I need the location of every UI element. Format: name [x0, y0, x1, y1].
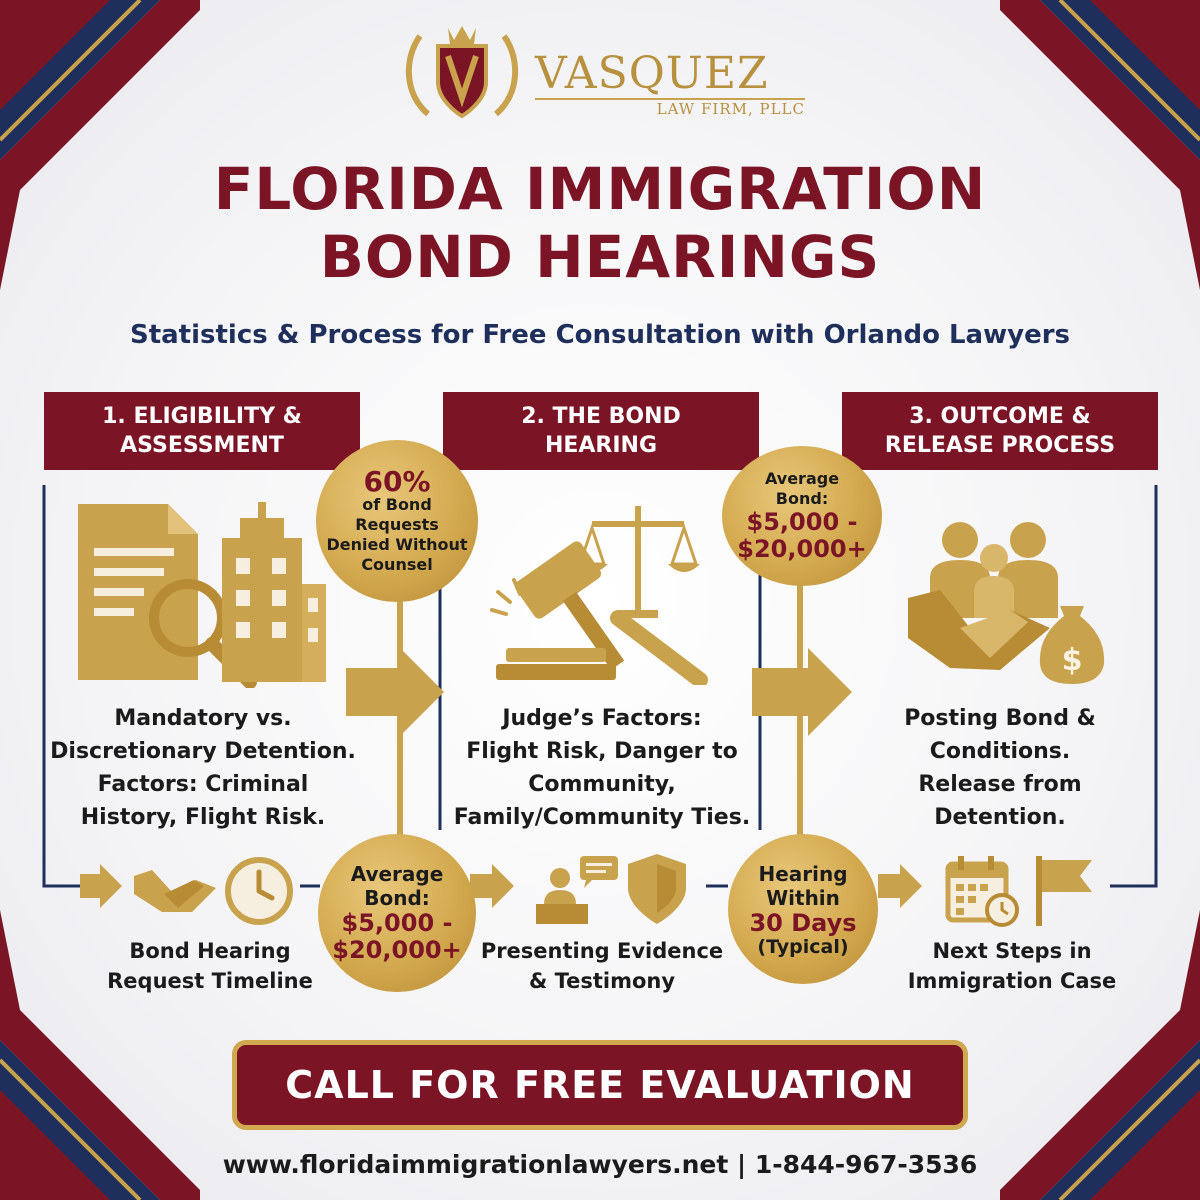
- svg-text:$: $: [1062, 643, 1083, 678]
- brand-subtitle: LAW FIRM, PLLC: [656, 100, 805, 118]
- step-1-description: Mandatory vs.Discretionary Detention.Fac…: [50, 706, 356, 830]
- free-evaluation-button[interactable]: CALL FOR FREE EVALUATION: [232, 1040, 968, 1130]
- stat-denied-without-counsel: 60% of Bond Requests Denied Without Coun…: [316, 440, 478, 602]
- gavel-scales-icon: [490, 506, 708, 685]
- corner-decoration-bottom-right: [1000, 910, 1200, 1200]
- corner-decoration-top-left: [0, 0, 200, 290]
- contact-footer[interactable]: www.floridaimmigrationlawyers.net | 1-84…: [222, 1150, 978, 1179]
- document-search-building-icon: [78, 502, 326, 688]
- flag-icon: [1036, 856, 1092, 926]
- corner-decoration-top-right: [1000, 0, 1200, 290]
- page-title-line-1: FLORIDA IMMIGRATION: [213, 155, 987, 223]
- corner-decoration-bottom-left: [0, 910, 200, 1200]
- brand-name: VASQUEZ: [535, 48, 769, 99]
- clock-icon: [225, 857, 293, 925]
- step-2-bottom-caption: Presenting Evidence& Testimony: [480, 939, 724, 993]
- speaker-podium-icon: [536, 856, 618, 924]
- family-handshake-money-icon: $: [908, 522, 1105, 684]
- shield-icon: [628, 854, 686, 924]
- step-3-header: 3. OUTCOME &RELEASE PROCESS: [842, 392, 1158, 470]
- brand-divider: [535, 98, 805, 100]
- handshake-icon: [134, 870, 216, 912]
- page-title-line-2: BOND HEARINGS: [319, 223, 881, 291]
- step-1-header: 1. ELIGIBILITY &ASSESSMENT: [44, 392, 360, 470]
- stat-average-bond-top: Average Bond: $5,000 - $20,000+: [722, 446, 882, 586]
- page-subtitle: Statistics & Process for Free Consultati…: [129, 320, 1071, 350]
- law-firm-shield-logo-icon: [405, 26, 519, 119]
- stat-average-bond-bottom: Average Bond: $5,000 - $20,000+: [318, 834, 476, 992]
- stat-hearing-within-30-days: Hearing Within 30 Days (Typical): [728, 834, 878, 984]
- calendar-clock-icon: [945, 856, 1019, 927]
